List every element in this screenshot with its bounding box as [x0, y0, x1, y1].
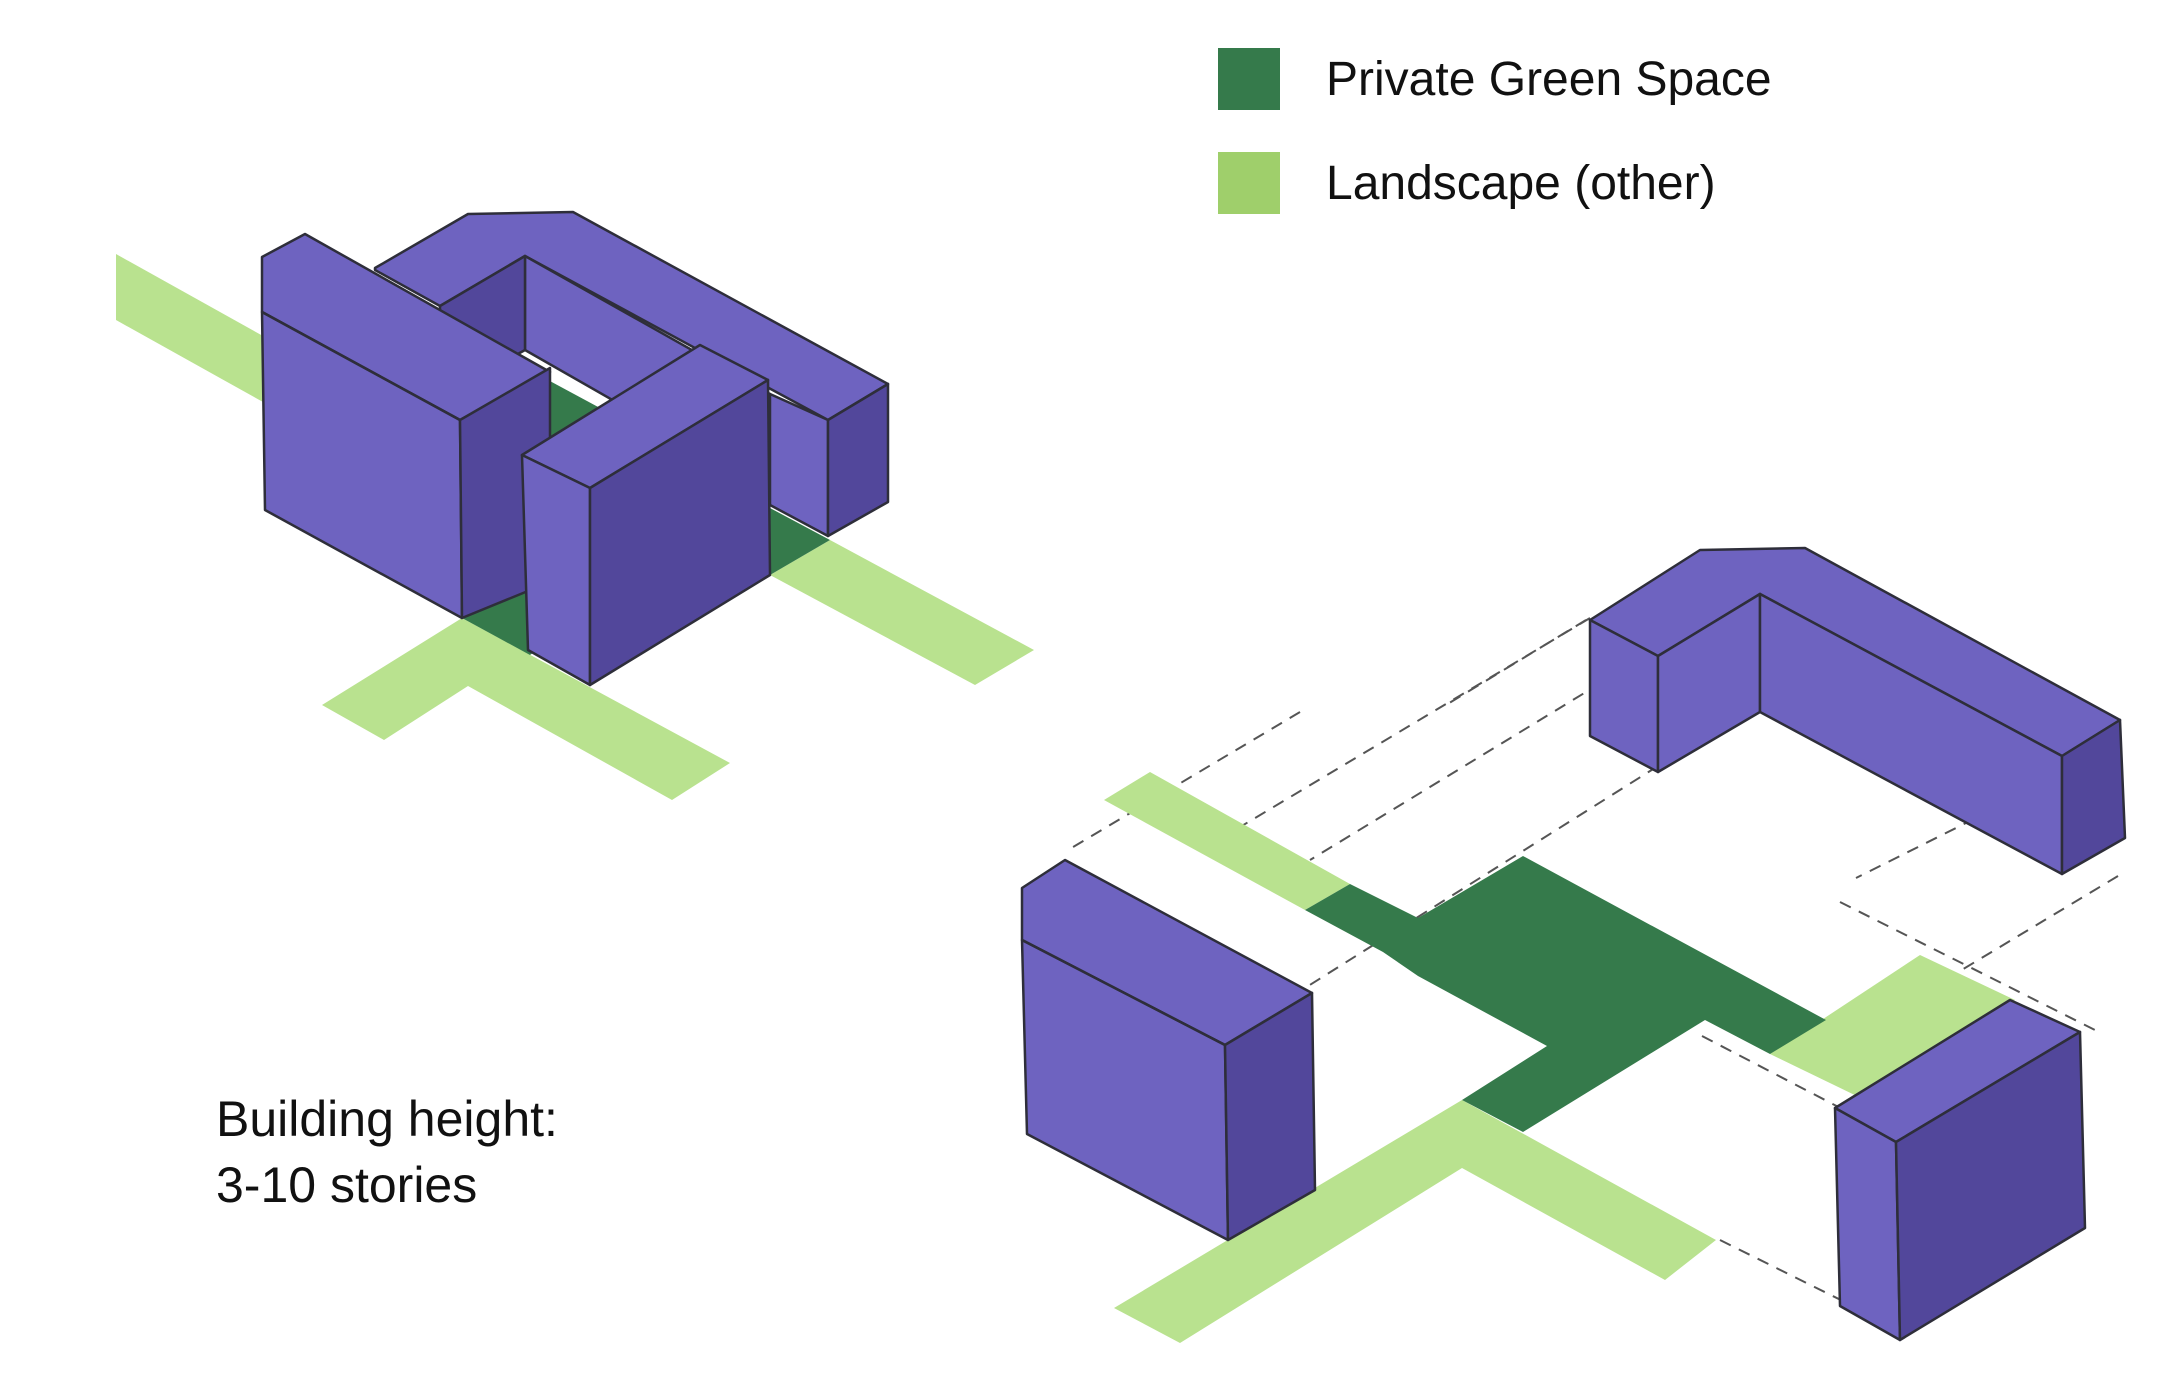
left-slab-edge [261, 310, 461, 422]
caption-line-1: Building height: [216, 1091, 558, 1147]
exploded-right-tower-front [1833, 1106, 1902, 1342]
rear-building-right-side [826, 382, 890, 538]
exploded-landscape-top-left [1104, 772, 1350, 910]
landscape-path-front-t [322, 618, 730, 800]
caption-line-2: 3-10 stories [216, 1157, 478, 1213]
assembled-massing [116, 210, 1034, 800]
exploded-rear-building-side [2060, 718, 2127, 876]
legend-swatch-private-green [1218, 48, 1280, 110]
exploded-left-building-side [1223, 991, 1317, 1242]
exploded-left-building-edge [1021, 938, 1226, 1047]
exploded-right-tower-side [1894, 1030, 2087, 1342]
legend-item-landscape: Landscape (other) [1218, 152, 1772, 214]
front-tower-front [520, 453, 592, 687]
legend-label: Private Green Space [1326, 52, 1772, 106]
exploded-massing [1020, 546, 2127, 1343]
exploded-landscape-front-t [1114, 1100, 1716, 1343]
legend: Private Green Space Landscape (other) [1218, 48, 1772, 256]
exploded-landscape-right [1770, 955, 2015, 1100]
legend-swatch-landscape [1218, 152, 1280, 214]
private-green-courtyard-right [770, 508, 830, 575]
legend-label: Landscape (other) [1326, 156, 1716, 210]
landscape-path-right-diagonal [770, 540, 1034, 685]
front-tower-side [588, 378, 772, 687]
legend-item-private-green: Private Green Space [1218, 48, 1772, 110]
building-height-caption: Building height: 3-10 stories [216, 1086, 558, 1218]
exploded-private-green-plane [1305, 856, 1826, 1132]
private-green-courtyard-inner [548, 380, 600, 438]
landscape-path-left-diagonal [116, 254, 263, 402]
